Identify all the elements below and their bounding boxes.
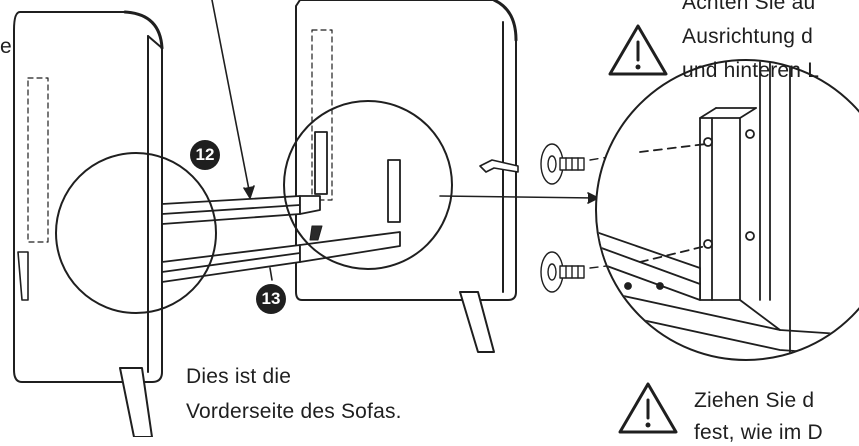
front-note-line1: Dies ist die <box>186 365 292 388</box>
right-detail-circle <box>283 100 453 270</box>
part-12-callout: 12 <box>190 140 220 170</box>
large-detail-circle <box>595 59 859 361</box>
left-edge-fragment: e <box>0 35 12 58</box>
warning-bottom-line2: fest, wie im D <box>694 421 823 444</box>
bolt-washer-icon <box>540 143 641 185</box>
bolt-washer-icon-bottom <box>540 251 641 293</box>
leader-lines <box>211 0 599 281</box>
part-13-callout: 13 <box>256 284 286 314</box>
front-note-line2: Vorderseite des Sofas. <box>186 400 402 423</box>
warning-triangle-icon <box>608 24 668 76</box>
right-side-panel <box>295 0 518 353</box>
warning-bottom-line1: Ziehen Sie d <box>694 389 815 412</box>
warning-top-line2: Ausrichtung d <box>682 25 814 48</box>
hex-key-icon <box>479 159 519 173</box>
frame-rails <box>161 131 401 283</box>
left-side-panel <box>13 10 164 437</box>
left-detail-circle <box>55 152 217 314</box>
warning-top-line3: und hinteren L <box>682 59 820 82</box>
diagram-canvas <box>13 0 859 437</box>
warning-top-line1: Achten Sie au <box>682 0 816 14</box>
warning-triangle-icon-bottom <box>618 382 678 434</box>
